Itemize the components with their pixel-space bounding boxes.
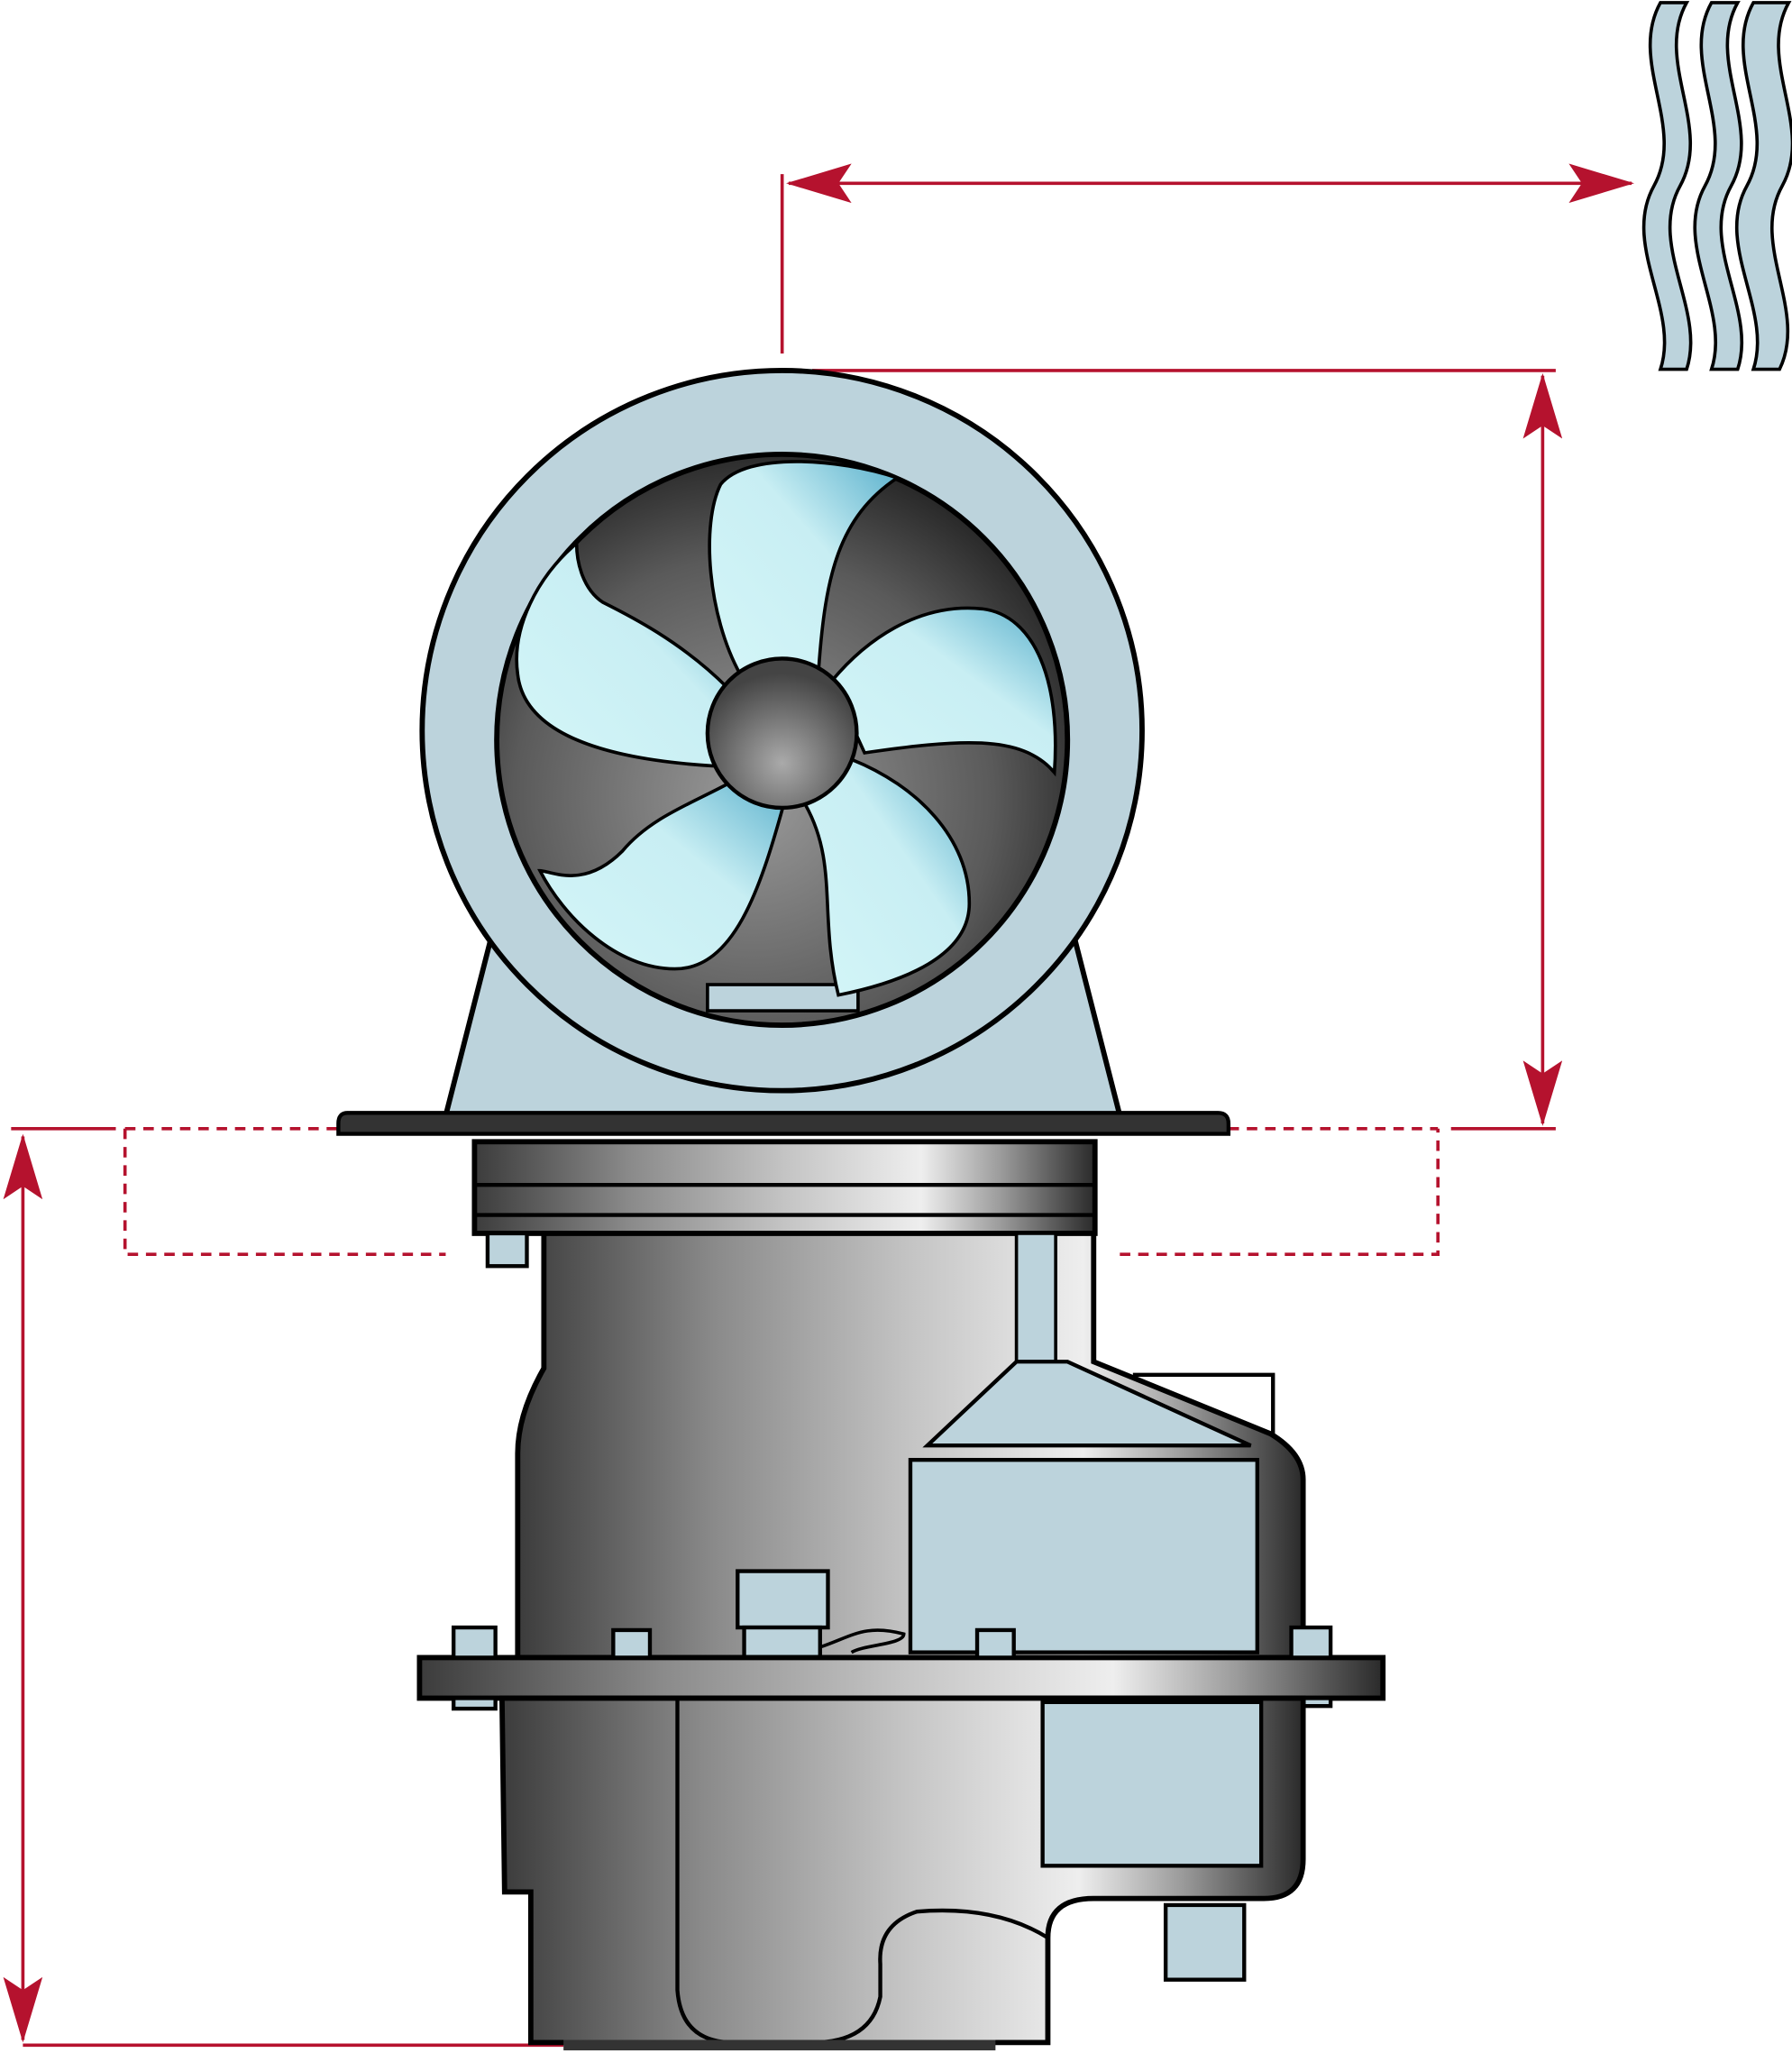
propeller-hub [705, 656, 859, 811]
dimension-lines [3, 163, 1635, 2048]
gear-cover [1040, 1700, 1264, 1868]
control-box [908, 1457, 1259, 1654]
mounting-flange [336, 1111, 1231, 1136]
propeller-icon [515, 460, 1057, 997]
water-waves-icon [1641, 1, 1792, 371]
gear-flange [416, 1654, 1386, 1701]
motor-band [471, 1139, 1098, 1236]
